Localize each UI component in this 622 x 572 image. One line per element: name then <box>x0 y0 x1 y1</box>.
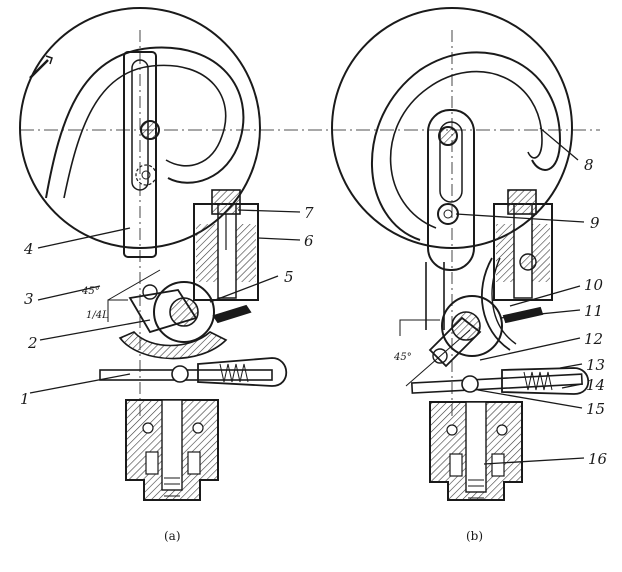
cam-groove-b <box>371 51 562 241</box>
part-number-5: 5 <box>284 268 294 286</box>
part-number-4: 4 <box>23 240 34 258</box>
caption-a: (a) <box>164 529 181 543</box>
crescent-lever-a <box>118 331 228 360</box>
pivot-pin-b <box>438 126 458 146</box>
part-number-3: 3 <box>24 290 34 308</box>
part-number-10: 10 <box>584 276 604 294</box>
part-number-11: 11 <box>584 302 603 320</box>
angle-label-b: 45° <box>393 352 412 363</box>
adjusting-screw-b <box>507 189 537 215</box>
part-number-6: 6 <box>304 232 314 250</box>
disk-a <box>19 7 261 249</box>
cam-wheel-a <box>153 281 215 343</box>
roller-b <box>437 203 459 225</box>
part-number-14: 14 <box>586 376 605 394</box>
part-number-8: 8 <box>584 156 594 174</box>
part-number-1: 1 <box>20 390 30 408</box>
leader-lines-a <box>29 209 301 394</box>
disk-b <box>331 7 573 249</box>
pivot-pin-a <box>140 120 160 140</box>
leader-lines-b <box>455 127 585 465</box>
part-number-2: 2 <box>27 334 38 352</box>
rotation-arrow-a <box>29 59 49 79</box>
cam-wheel-b <box>441 295 503 357</box>
part-number-13: 13 <box>586 356 605 374</box>
part-number-9: 9 <box>590 214 600 232</box>
part-number-15: 15 <box>586 400 605 418</box>
caption-b: (b) <box>466 529 483 543</box>
side-label-a: 1/4L <box>86 310 109 321</box>
panel-b <box>331 7 590 501</box>
horizontal-rod-b <box>410 373 583 394</box>
slotted-lever-b <box>427 109 475 271</box>
part-number-12: 12 <box>584 330 603 348</box>
part-number-7: 7 <box>304 204 314 222</box>
slotted-lever-a <box>123 51 157 258</box>
adjusting-screw-a <box>211 189 241 215</box>
swing-arm-b <box>428 316 482 368</box>
angle-label-a: 45° <box>81 286 100 297</box>
part-number-16: 16 <box>588 450 608 468</box>
panel-a <box>19 7 288 501</box>
cam-groove-a <box>45 46 245 199</box>
